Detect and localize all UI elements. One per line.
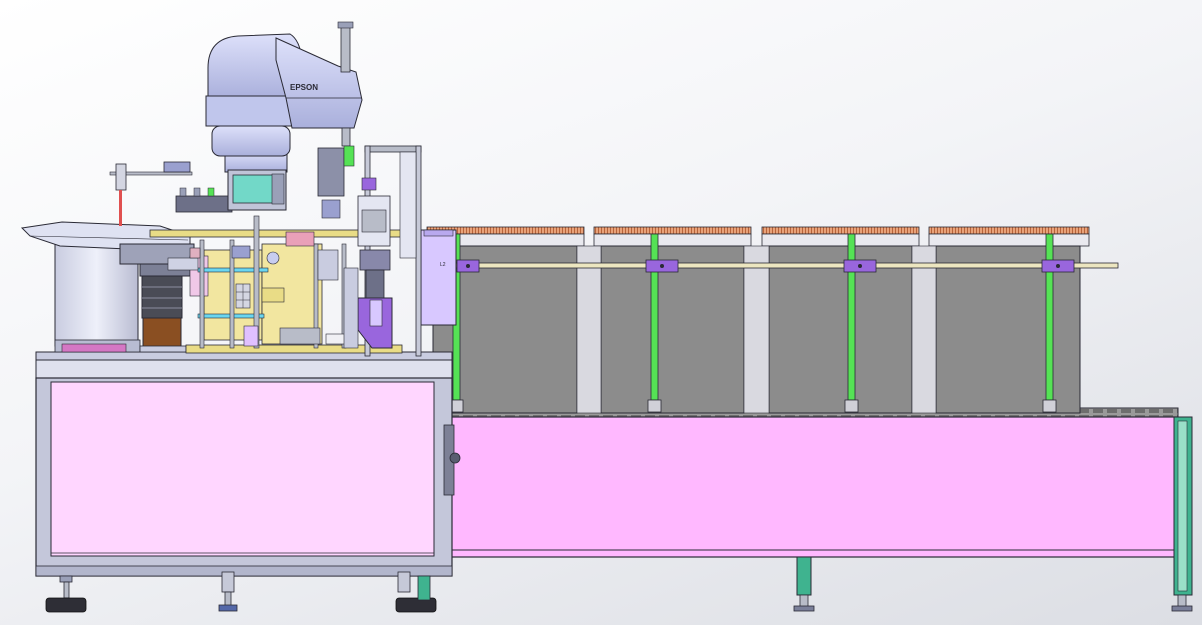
foot-pad [395,597,437,613]
press-gantry [317,145,422,357]
tray [761,226,920,414]
control-box-label: L2 [440,262,446,268]
green-post [1045,233,1054,401]
tray-bank [426,226,1090,414]
cabinet-door [50,381,435,557]
cabinet-feet [45,571,437,613]
guide-rail [439,259,1119,273]
conveyor [439,407,1193,612]
foot-pad [45,597,87,613]
hmi-panel [227,169,287,211]
control-box: L2 [420,229,457,326]
tray [928,226,1090,414]
hmi-screen [232,174,276,204]
tray [593,226,752,414]
robot-brand-label: EPSON [290,83,318,92]
machine-cabinet [35,351,461,577]
green-post [650,233,659,401]
press-ram [359,249,391,271]
conveyor-leg [796,556,812,596]
scara-robot: EPSON [205,21,363,173]
bowl-feeder [20,221,195,353]
conveyor-body [439,416,1179,558]
assembly-station [149,187,421,354]
brown-base [142,317,182,349]
sensor-assembly [109,161,193,226]
green-post [847,233,856,401]
